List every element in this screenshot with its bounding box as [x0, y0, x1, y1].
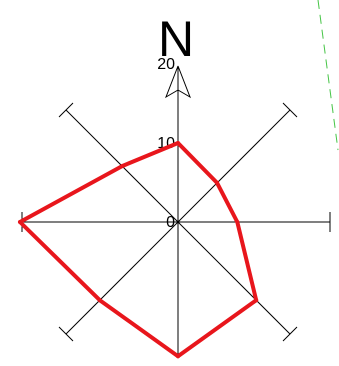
- data-point-e: [235, 220, 240, 224]
- axis-end-tick-ne: [282, 102, 298, 118]
- axis-end-tick-nw: [58, 102, 74, 118]
- data-point-nw: [120, 164, 125, 169]
- north-arrow-right-half: [177, 65, 191, 99]
- wind-rose-data-points: [18, 141, 259, 359]
- north-arrow-left-half: [165, 65, 179, 99]
- north-arrow-icon: [165, 65, 191, 99]
- data-point-s: [176, 354, 180, 359]
- data-point-se: [254, 298, 259, 303]
- axis-nw-se: [65, 109, 291, 335]
- data-point-n: [176, 141, 180, 145]
- axis-end-tick-se: [282, 326, 298, 342]
- ring-label-20: 20: [157, 56, 175, 73]
- compass-axes: [21, 90, 331, 358]
- data-point-ne: [215, 180, 220, 185]
- ring-label-0: 0: [166, 214, 175, 231]
- north-label: N: [158, 11, 194, 67]
- data-point-sw: [97, 298, 102, 303]
- dashed-overlay-line: [317, 0, 339, 151]
- axis-end-tick-sw: [58, 326, 74, 342]
- wind-rose-series-polygon: [18, 141, 259, 359]
- data-point-w: [18, 220, 22, 224]
